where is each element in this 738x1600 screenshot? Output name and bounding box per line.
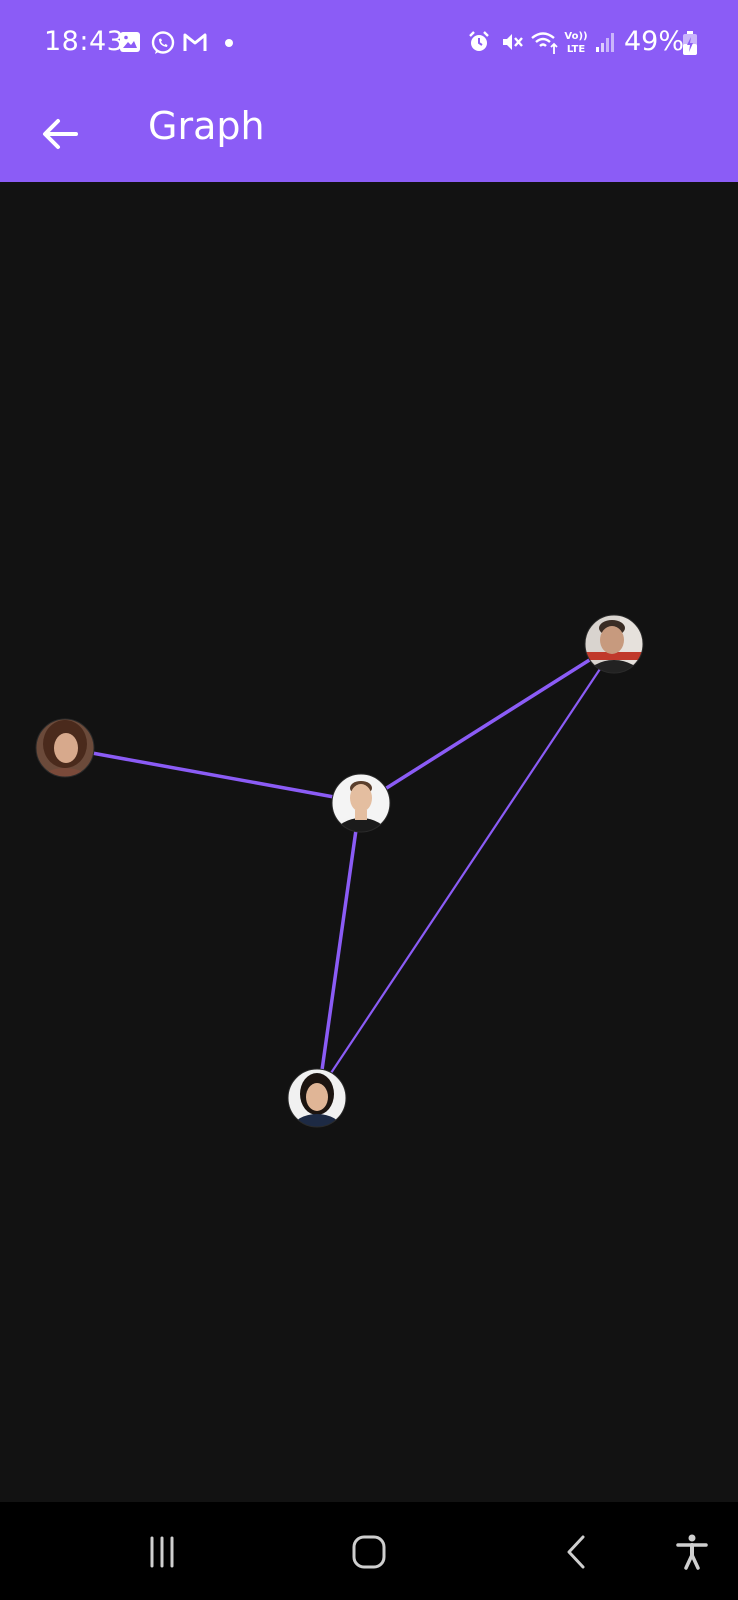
back-icon <box>567 1535 585 1569</box>
graph-edges <box>91 657 601 1074</box>
graph-node-avatar[interactable] <box>585 615 643 692</box>
battery-charging-icon <box>683 31 697 55</box>
home-icon <box>352 1535 386 1569</box>
graph-svg <box>35 614 644 1142</box>
svg-text:Vo)): Vo)) <box>564 31 587 42</box>
graph-edge <box>91 751 335 799</box>
gallery-icon <box>120 32 140 52</box>
gmail-icon <box>183 33 207 51</box>
graph-node-avatar[interactable] <box>36 719 94 792</box>
system-nav-bar <box>0 1502 738 1600</box>
svg-text:LTE: LTE <box>567 44 586 55</box>
page-title: Graph <box>148 104 265 148</box>
notification-dot-icon <box>225 39 233 47</box>
accessibility-icon <box>676 1534 708 1570</box>
graph-node-avatar[interactable] <box>332 774 390 850</box>
whatsapp-icon <box>151 31 175 54</box>
graph-edge <box>330 668 601 1074</box>
home-button[interactable] <box>341 1524 397 1580</box>
battery-percentage: 49% <box>624 26 685 57</box>
graph-edge <box>320 829 358 1071</box>
avatar-ring <box>584 614 644 674</box>
arrow-back-icon <box>43 119 78 149</box>
wifi-icon <box>531 32 558 54</box>
app-bar: Graph <box>0 86 738 182</box>
status-bar: 18:43 <box>0 0 738 86</box>
graph-edge <box>384 657 592 791</box>
alarm-icon <box>469 31 489 51</box>
volte-icon: Vo)) LTE <box>564 31 587 55</box>
graph-node-avatar[interactable] <box>288 1069 346 1142</box>
mute-icon <box>503 34 523 50</box>
recent-apps-button[interactable] <box>134 1524 190 1580</box>
nav-back-button[interactable] <box>549 1524 605 1580</box>
recent-apps-icon <box>150 1536 174 1568</box>
status-time: 18:43 <box>44 26 125 57</box>
accessibility-button[interactable] <box>664 1524 720 1580</box>
avatar-ring <box>35 718 95 778</box>
avatar-ring <box>331 773 391 833</box>
graph-canvas[interactable] <box>0 182 738 1502</box>
signal-icon <box>596 33 614 52</box>
back-button[interactable] <box>28 102 92 166</box>
avatar-ring <box>287 1068 347 1128</box>
